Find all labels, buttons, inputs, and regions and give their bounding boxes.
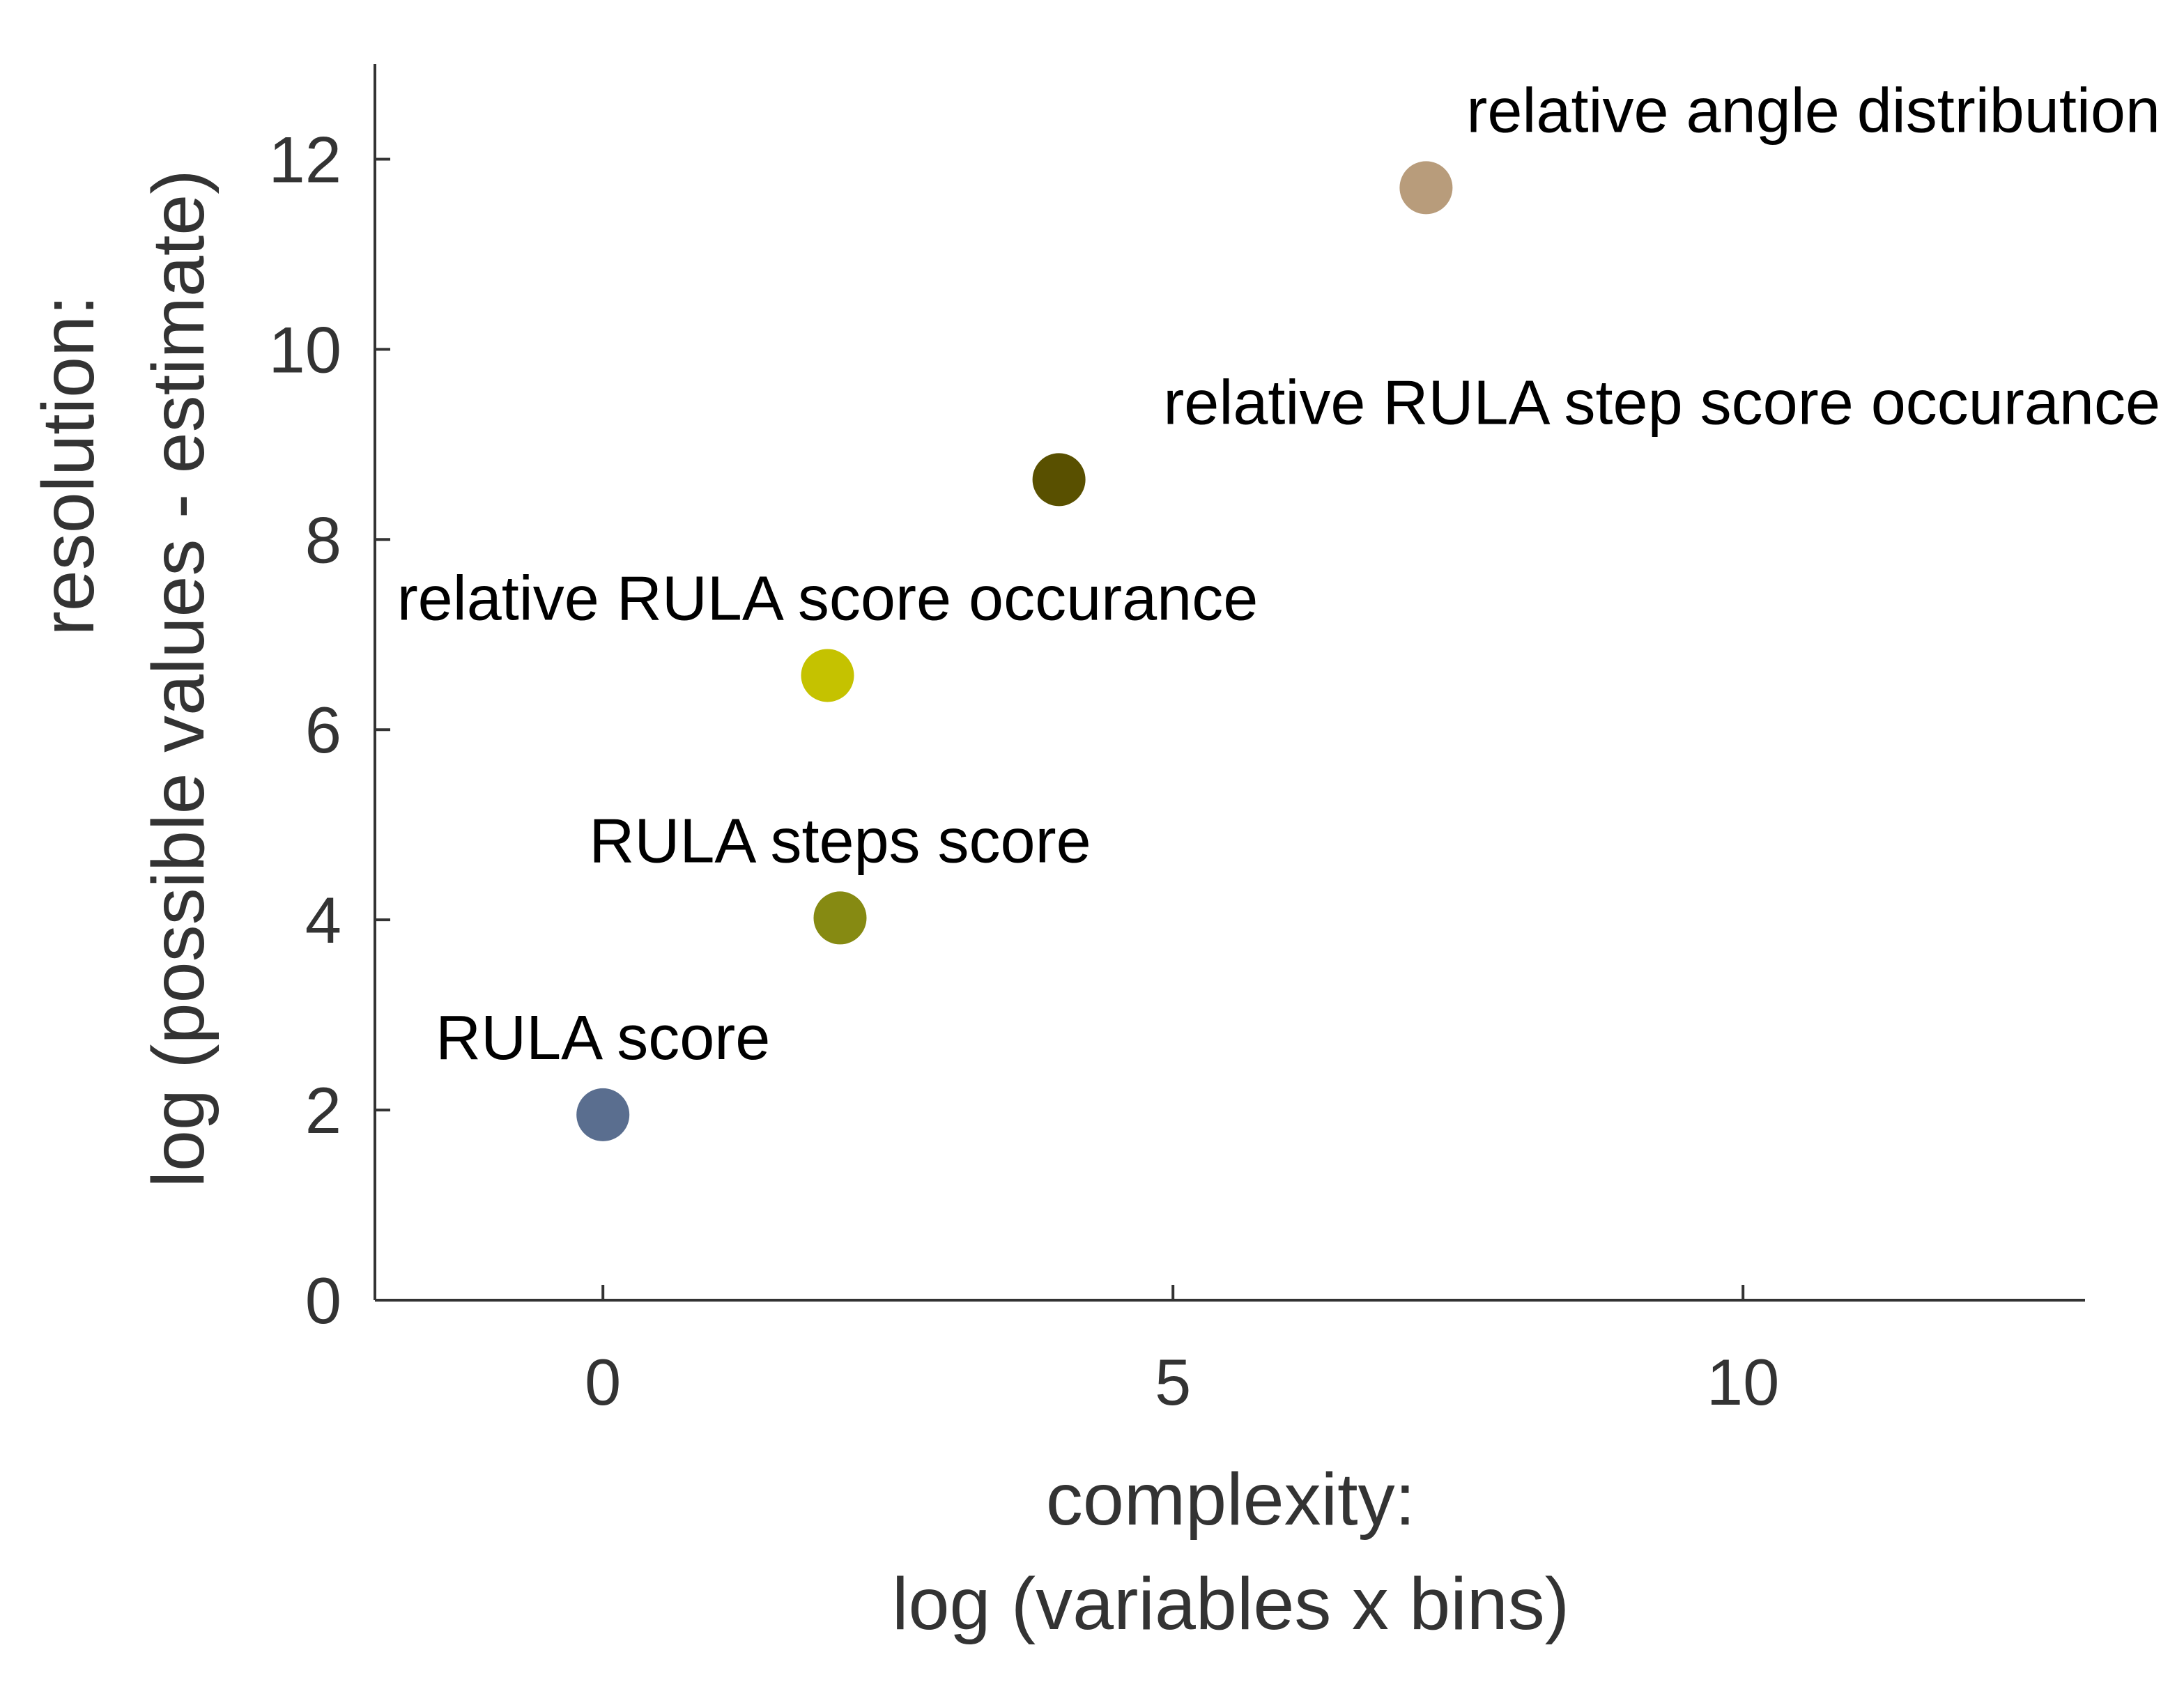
point-labels: RULA score RULA steps score relative RULA …	[397, 76, 2160, 1073]
y-axis-title-line1: resolution:	[27, 295, 109, 635]
data-point	[1399, 161, 1453, 215]
point-label: relative angle distribution	[1466, 76, 2160, 146]
data-point	[801, 649, 854, 702]
x-tick-label: 0	[585, 1345, 621, 1419]
point-label: relative RULA step score occurance	[1163, 368, 2160, 438]
y-tick-label: 12	[268, 123, 341, 196]
y-tick-label: 8	[305, 503, 341, 576]
axes	[374, 64, 2085, 1302]
point-label: relative RULA score occurance	[397, 564, 1259, 633]
y-tick-label: 10	[268, 313, 341, 386]
data-point	[1032, 453, 1086, 507]
x-tick-label: 5	[1155, 1345, 1191, 1419]
x-axis-title-line2: log (variables x bins)	[892, 1563, 1569, 1645]
point-label: RULA score	[436, 1003, 770, 1073]
y-tick-label: 2	[305, 1074, 341, 1147]
x-ticks: 0 5 10	[585, 1285, 1779, 1419]
y-tick-label: 4	[305, 884, 341, 957]
y-tick-label: 6	[305, 693, 341, 766]
data-points	[576, 161, 1453, 1141]
x-axis-title-line1: complexity:	[1046, 1458, 1415, 1541]
data-point	[813, 891, 867, 945]
y-axis-title-line2: log (possible values - estimate)	[137, 169, 220, 1187]
y-tick-label: 0	[305, 1264, 341, 1337]
x-tick-label: 10	[1707, 1345, 1780, 1419]
y-ticks: 0 2 4 6 8 10 12	[268, 123, 390, 1337]
data-point	[576, 1088, 630, 1141]
point-label: RULA steps score	[589, 806, 1091, 876]
